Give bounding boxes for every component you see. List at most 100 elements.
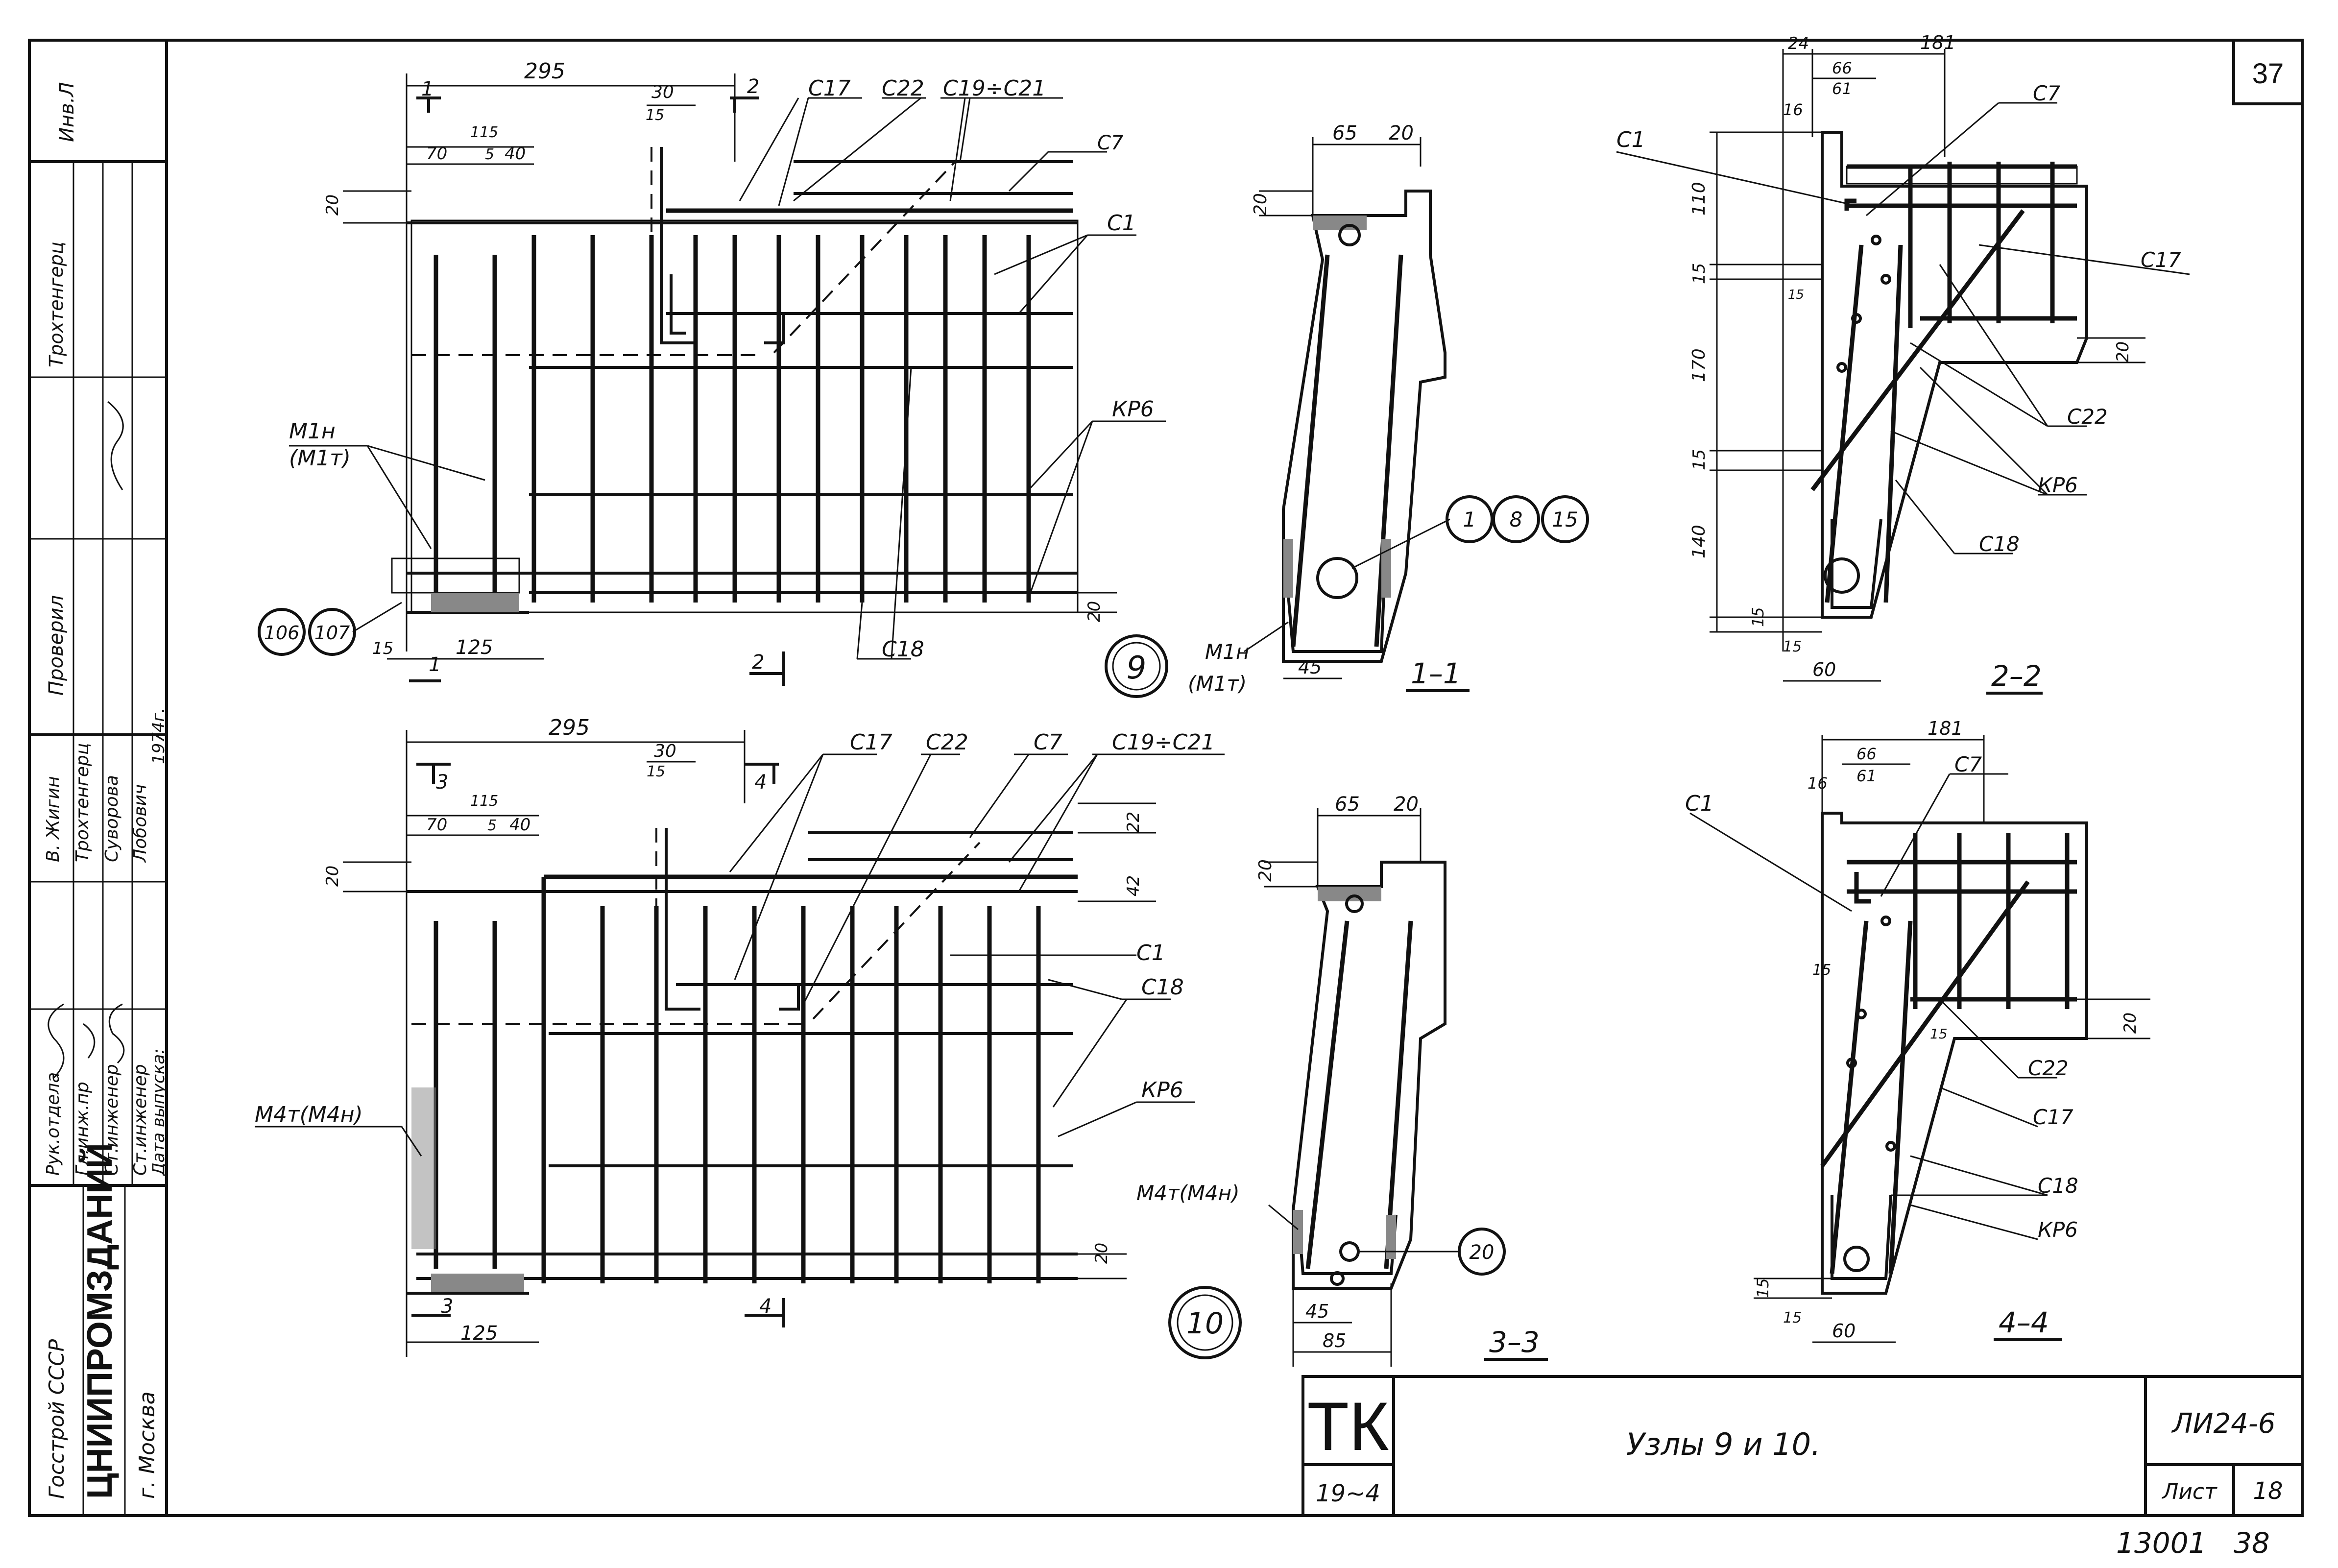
- n9-dim-5: 5: [485, 146, 494, 163]
- n10-callout-c19-21: С19÷С21: [1112, 730, 1215, 755]
- name-4: Лобович: [130, 784, 150, 863]
- n10-dim-115: 115: [470, 793, 498, 810]
- sheet-number: 18: [2253, 1477, 2283, 1505]
- n9-callout-m1: М1н: [289, 419, 336, 444]
- n10-callout-c22: С22: [926, 730, 968, 755]
- drawing-title: Узлы 9 и 10.: [1626, 1426, 1821, 1462]
- s11-dim-20b: 20: [1251, 193, 1271, 216]
- node9-view: 295 30 15 115 70 5 40 20 1 2: [258, 59, 1168, 698]
- s33-dim-20a: 20: [1394, 793, 1419, 816]
- s44-dim-15b: 15: [1930, 1026, 1948, 1042]
- s22-dim-24: 24: [1788, 34, 1809, 53]
- n9-pos-107: [308, 608, 356, 656]
- s11-pos-15: [1541, 495, 1589, 543]
- role-3: Ст.инженер: [102, 1064, 122, 1176]
- n9-pos-106-text: 106: [264, 622, 300, 644]
- n10-cut-3-top: 3: [436, 771, 448, 794]
- n9-dim-15b: 15: [372, 639, 393, 658]
- section-2-2: 24 181 66 61 16 110 15 170 15 140 15 15 …: [1616, 32, 2190, 695]
- n9-dim-125: 125: [456, 636, 493, 659]
- s44-callout-c22: С22: [2028, 1056, 2069, 1080]
- section-3-3-label: 3–3: [1489, 1326, 1540, 1359]
- n10-cut-4-top: 4: [754, 771, 767, 794]
- n10-callout-c18: С18: [1141, 975, 1184, 1000]
- name-2: Трохтенгерц: [72, 743, 93, 862]
- s22-dim-15e: 15: [1788, 288, 1804, 302]
- bottom-code: 13001: [2116, 1526, 2207, 1560]
- n9-dim-40: 40: [505, 144, 526, 164]
- s33-pos-20-text: 20: [1470, 1241, 1494, 1264]
- n9-pos-106: [258, 608, 306, 656]
- n9-dim-30: 30: [651, 82, 674, 102]
- s44-dim-181: 181: [1928, 718, 1963, 739]
- node9-label: 9: [1127, 650, 1147, 686]
- s22-dim-15c: 15: [1749, 607, 1767, 627]
- n9-cut-1-bottom: 1: [429, 653, 441, 676]
- n9-callout-c1: С1: [1107, 211, 1136, 236]
- n10-dim-20b: 20: [1092, 1243, 1111, 1264]
- s22-dim-181: 181: [1920, 32, 1956, 53]
- n10-dim-20a: 20: [323, 866, 342, 887]
- n10-dim-5: 5: [487, 817, 497, 834]
- bottom-number: 38: [2234, 1526, 2270, 1560]
- s44-dim-15d: 15: [1783, 1309, 1802, 1327]
- s33-dim-45: 45: [1305, 1301, 1329, 1322]
- section-2-2-label: 2–2: [1991, 659, 2042, 693]
- node10-label: 10: [1186, 1306, 1224, 1341]
- s44-callout-c7: С7: [1954, 752, 1982, 776]
- s44-dim-15a: 15: [1812, 962, 1831, 979]
- s22-dim-20: 20: [2113, 341, 2133, 362]
- n9-cut-2-bottom: 2: [752, 651, 764, 674]
- org-ministry: Госстрой СССР: [45, 1339, 69, 1499]
- section-1-1-label: 1–1: [1411, 657, 1461, 690]
- org-name: ЦНИИПРОМЗДАНИЙ: [79, 1143, 120, 1499]
- inv-label: Инв.Л: [56, 82, 78, 142]
- n9-cut-1-top: 1: [421, 78, 434, 100]
- s44-dim-16: 16: [1808, 774, 1828, 793]
- s33-dim-20b: 20: [1255, 859, 1276, 882]
- page-number-box: 37: [2232, 39, 2304, 105]
- section-4-4: 181 66 61 16 15 15 20 15 60 15 С1 С7 С22…: [1685, 718, 2150, 1343]
- n10-callout-c7: С7: [1034, 730, 1062, 755]
- role-4: Ст.инженер: [130, 1064, 150, 1176]
- title-block: ТК 19~4 Узлы 9 и 10. ЛИ24-6 Лист 18: [1302, 1375, 2304, 1517]
- role-5: Дата выпуска:: [149, 1048, 169, 1177]
- signature-mark: [107, 401, 124, 490]
- n10-dim-15: 15: [647, 763, 665, 780]
- title-mark: ТК: [1307, 1388, 1389, 1465]
- n9-callout-c19-21: С19÷С21: [943, 76, 1046, 101]
- s44-dim-66: 66: [1856, 745, 1877, 763]
- s22-dim-61: 61: [1832, 79, 1852, 98]
- s11-callout-m1: М1н: [1205, 640, 1249, 664]
- s22-dim-60: 60: [1812, 659, 1836, 680]
- n10-dim-40: 40: [509, 815, 530, 835]
- section-4-4-label: 4–4: [1999, 1306, 2049, 1339]
- name-5: 1974г.: [149, 708, 169, 764]
- n10-dim-125: 125: [460, 1322, 498, 1345]
- s44-callout-kr6: КР6: [2038, 1218, 2078, 1242]
- s22-callout-c7: С7: [2033, 81, 2060, 105]
- s44-callout-c17: С17: [2033, 1105, 2073, 1129]
- s44-dim-15c: 15: [1754, 1278, 1772, 1298]
- name-1: В. Жигин: [43, 776, 63, 862]
- n9-stirrups: [434, 235, 1031, 603]
- n9-cut-2-top: 2: [747, 75, 759, 98]
- s22-dim-140: 140: [1689, 525, 1709, 558]
- s44-callout-c18: С18: [2038, 1174, 2078, 1198]
- side-stamp: Инв.Л Трохтенгерц Проверил Рук.отдела Гл…: [29, 82, 169, 1516]
- title-year: 19~4: [1316, 1480, 1380, 1507]
- series-code: ЛИ24-6: [2171, 1408, 2275, 1440]
- n9-callout-c17: С17: [808, 76, 851, 101]
- org-city: г. Москва: [135, 1391, 160, 1499]
- s33-dim-85: 85: [1323, 1330, 1346, 1351]
- s11-pos-1-text: 1: [1463, 507, 1476, 531]
- n9-dim-total: 295: [524, 59, 565, 84]
- sheet-frame: [28, 39, 2304, 1517]
- s22-dim-16: 16: [1783, 100, 1803, 119]
- n10-dim-70: 70: [426, 815, 447, 835]
- s11-dim-20a: 20: [1389, 122, 1414, 145]
- s11-pos-8: [1492, 495, 1540, 543]
- s33-callout-m4: М4т(М4н): [1136, 1181, 1240, 1205]
- role-2: Гл.инж.пр: [72, 1082, 93, 1176]
- s44-dim-61: 61: [1856, 767, 1877, 785]
